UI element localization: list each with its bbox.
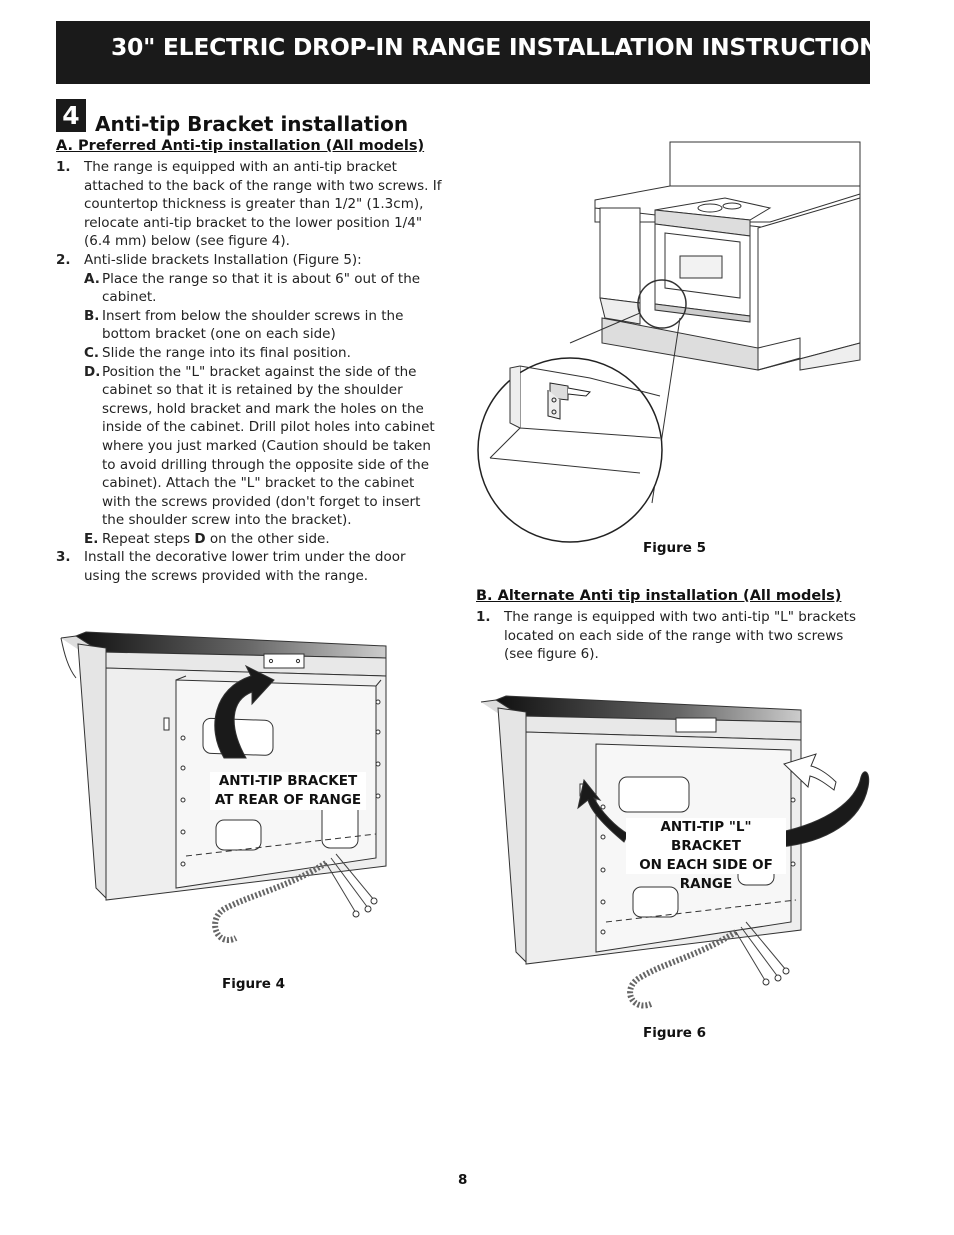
callout-line: AT REAR OF RANGE [214, 792, 362, 808]
step-number-badge: 4 [56, 99, 86, 132]
callout-line: ANTI-TIP BRACKET [218, 773, 358, 789]
figure-4-callout: ANTI-TIP BRACKET AT REAR OF RANGE [210, 772, 366, 810]
item-text: The range is equipped with an anti-tip b… [84, 159, 442, 250]
item-number: 2. [56, 251, 71, 268]
item-text: Slide the range into its final position. [102, 344, 351, 361]
item-text: Insert from below the shoulder screws in… [102, 307, 404, 343]
section-title: Anti-tip Bracket installation [95, 112, 409, 136]
callout-line: ON EACH SIDE OF [639, 857, 773, 873]
list-item: 1. The range is equipped with two anti-t… [476, 608, 868, 664]
item-text: Position the "L" bracket against the sid… [102, 363, 435, 529]
item-number: 1. [476, 609, 491, 625]
item-text: Install the decorative lower trim under … [84, 549, 406, 585]
section-b-text: 1. The range is equipped with two anti-t… [476, 608, 868, 664]
item-number: 3. [56, 549, 71, 566]
item-letter: C. [84, 344, 100, 361]
page-title: 30" ELECTRIC DROP-IN RANGE INSTALLATION … [111, 33, 896, 61]
page-number: 8 [458, 1172, 468, 1188]
item-letter: B. [84, 307, 100, 324]
section-a-text: 1. The range is equipped with an anti-ti… [56, 158, 444, 586]
figure-5-illustration [477, 141, 861, 543]
item-text: Anti-slide brackets Installation (Figure… [84, 251, 362, 268]
sub-list-item: A. Place the range so that it is about 6… [56, 270, 444, 307]
figure-6-caption: Figure 6 [643, 1025, 707, 1041]
sub-list-item: B. Insert from below the shoulder screws… [56, 307, 444, 344]
figure-5-caption: Figure 5 [643, 540, 707, 556]
sub-list-item: D. Position the "L" bracket against the … [56, 363, 444, 530]
list-item: 1. The range is equipped with an anti-ti… [56, 158, 444, 251]
header-banner: 30" ELECTRIC DROP-IN RANGE INSTALLATION … [56, 21, 895, 84]
list-item: 3. Install the decorative lower trim und… [56, 548, 444, 585]
sub-list-item: E. Repeat steps D on the other side. [56, 530, 444, 549]
section-b-heading: B. Alternate Anti tip installation (All … [476, 588, 842, 604]
item-text: Repeat steps D on the other side. [102, 530, 330, 547]
item-letter: D. [84, 363, 101, 380]
figure-6-callout: ANTI-TIP "L" BRACKET ON EACH SIDE OF RAN… [626, 818, 786, 892]
item-number: 1. [56, 159, 71, 175]
list-item: 2. Anti-slide brackets Installation (Fig… [56, 251, 444, 270]
figure-4-caption: Figure 4 [222, 976, 286, 992]
callout-line: RANGE [679, 876, 733, 892]
section-a-heading: A. Preferred Anti-tip installation (All … [56, 138, 425, 154]
item-letter: A. [84, 270, 100, 287]
sub-list-item: C. Slide the range into its final positi… [56, 344, 444, 363]
item-text: The range is equipped with two anti-tip … [504, 609, 856, 663]
callout-line: ANTI-TIP "L" BRACKET [660, 819, 752, 854]
item-letter: E. [84, 530, 99, 547]
item-text: Place the range so that it is about 6" o… [102, 270, 421, 306]
